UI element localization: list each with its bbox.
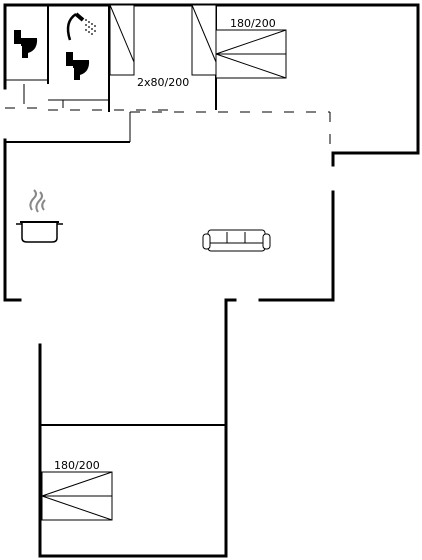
bed-size-label-bottom: 180/200	[54, 459, 100, 472]
exterior-walls	[3, 3, 420, 558]
bed-size-label-top: 180/200	[230, 17, 276, 30]
cooking-pot-icon	[16, 189, 63, 243]
double-bed-bottom: 180/200	[41, 459, 113, 521]
twin-beds: 2x80/200	[109, 4, 217, 89]
sofa-icon	[202, 229, 271, 252]
double-bed-top: 180/200	[215, 17, 287, 79]
toilet-icon	[14, 30, 38, 58]
bed-size-label-twin: 2x80/200	[137, 76, 189, 89]
shower-icon	[66, 12, 96, 41]
toilet-icon	[66, 52, 90, 80]
